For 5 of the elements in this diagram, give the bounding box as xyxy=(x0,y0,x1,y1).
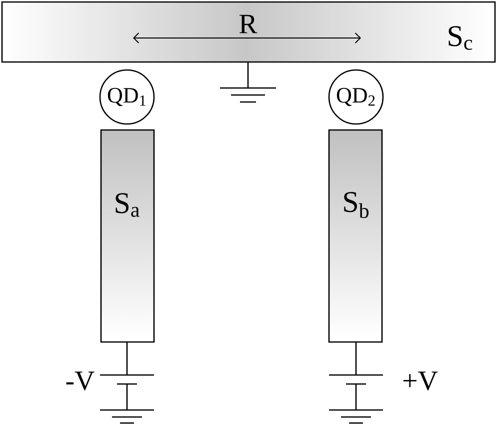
voltage-label: +V xyxy=(403,372,438,390)
distance-label: R xyxy=(239,14,258,34)
lead-column: S$_{b}$ xyxy=(328,129,383,343)
lead-column: S$_{a}$ xyxy=(100,129,155,343)
voltage-label: -V xyxy=(66,372,94,390)
